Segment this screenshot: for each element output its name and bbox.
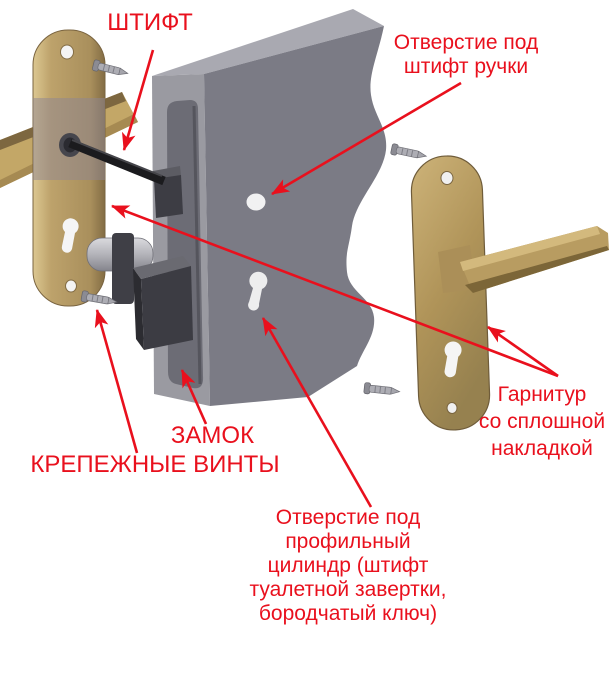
left-plate-keyhole (61, 218, 79, 253)
spindle (68, 138, 166, 186)
right-plate-screw-hole-bottom (446, 402, 458, 414)
left-plate (32, 29, 106, 307)
handle-pin-hole-dot (246, 193, 266, 211)
door-top-face (152, 9, 384, 76)
left-plate-screw-hole-bottom (65, 279, 77, 293)
arrow-mounting-screws (94, 309, 139, 454)
label-line: профильный (285, 530, 411, 553)
arrow-trim-set-short (487, 325, 559, 378)
label-line: Отверстие под (393, 31, 539, 54)
label-line: туалетной завертки, (249, 578, 447, 601)
label-pin-line: ШТИФТ (107, 9, 193, 36)
right-plate-screw-hole-top (440, 171, 454, 186)
label-pin: ШТИФТ (100, 10, 200, 35)
label-line: бородчатый ключ) (258, 602, 438, 625)
faceplate-slot (192, 105, 202, 385)
callout-arrows (94, 49, 559, 508)
label-handle-pin-hole: Отверстие под штифт ручки (376, 31, 556, 79)
label-line: КРЕПЕЖНЫЕ ВИНТЫ (30, 451, 280, 478)
label-mounting-screws: КРЕПЕЖНЫЕ ВИНТЫ (20, 452, 290, 477)
profile-cylinder (86, 233, 154, 304)
label-line: накладкой (491, 437, 593, 460)
label-line: Отверстие под (275, 506, 421, 529)
arrow-lock (180, 369, 208, 425)
deadbolt-block (133, 256, 193, 350)
label-line: Гарнитур (497, 383, 587, 406)
door-cylinder-keyhole (248, 271, 268, 311)
screw-bottom-right (363, 381, 401, 398)
door-front-face (204, 26, 387, 406)
arrow-handle-pin-hole (271, 81, 462, 196)
right-plate-keyhole (444, 341, 462, 378)
label-line: ЗАМОК (170, 422, 255, 449)
screw-top-right (389, 142, 428, 163)
left-plate-screw-hole-top (60, 44, 74, 60)
label-trim-set: Гарнитур со сплошной накладкой (462, 381, 610, 462)
door-block (152, 9, 387, 406)
right-plate (410, 155, 491, 431)
label-line: цилиндр (штифт (267, 554, 429, 577)
arrow-cylinder-hole (261, 317, 373, 508)
label-line: со сплошной (478, 410, 606, 433)
label-line: штифт ручки (403, 55, 529, 78)
arrow-trim-set-long (111, 204, 559, 378)
right-handle (438, 226, 609, 293)
label-lock: ЗАМОК (160, 423, 265, 448)
arrow-pin (122, 49, 155, 151)
label-cylinder-hole: Отверстие под профильный цилиндр (штифт … (243, 506, 453, 626)
